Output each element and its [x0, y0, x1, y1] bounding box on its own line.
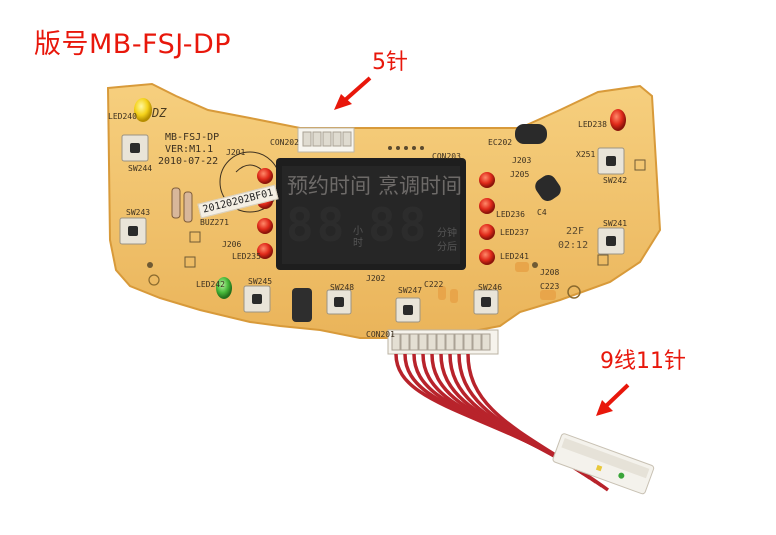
display-label-reserve-time: 预约时间 — [287, 174, 371, 198]
display-unit-minute: 分钟 — [437, 228, 457, 239]
ceramic-capacitor — [540, 290, 556, 300]
silk-ref: LED241 — [500, 252, 529, 261]
silk-ref: C222 — [424, 280, 444, 289]
red-arrow-down-left-icon — [596, 383, 630, 416]
silk-ref: J208 — [540, 268, 560, 277]
silk-ref: J205 — [510, 170, 530, 179]
electrolytic-capacitor — [515, 124, 547, 144]
resistor — [171, 187, 181, 219]
silk-version: VER:M1.1 — [165, 144, 214, 155]
silk-ref: SW248 — [330, 283, 355, 292]
silk-ref: LED237 — [500, 228, 529, 237]
cable-connector-housing — [552, 433, 655, 495]
display-label-cook-time: 烹调时间 — [378, 174, 462, 198]
silk-ref: BUZ271 — [200, 218, 229, 227]
silk-ref: LED235 — [232, 252, 261, 261]
electrolytic-capacitor — [292, 288, 312, 322]
silk-ref: X251 — [576, 150, 596, 159]
silk-ref: J206 — [222, 240, 242, 249]
cable-9wire-11pin-annotation: 9线11针 — [600, 349, 686, 374]
silk-ref: LED242 — [196, 280, 225, 289]
connector-5pin-annotation: 5针 — [372, 50, 408, 75]
silk-ref: J201 — [226, 148, 246, 157]
silk-ref: SW244 — [128, 164, 153, 173]
seven-segment-left: 88 — [286, 198, 348, 252]
silk-model: MB-FSJ-DP — [165, 132, 220, 143]
led-green — [216, 277, 232, 299]
tactile-switch — [119, 134, 625, 323]
silk-ref: EC202 — [488, 138, 513, 147]
silk-ref: 22F — [566, 226, 585, 237]
silk-ref: SW243 — [126, 208, 151, 217]
silk-ref: CON203 — [432, 152, 461, 161]
silk-ref: SW247 — [398, 286, 423, 295]
silk-ref: SW242 — [603, 176, 628, 185]
silk-ref: 02:12 — [558, 240, 589, 251]
silk-ref: J202 — [366, 274, 386, 283]
silk-ref: SW245 — [248, 277, 273, 286]
display-unit-later: 分后 — [437, 242, 457, 253]
red-arrow-down-left-icon — [334, 76, 372, 110]
silk-ref: LED238 — [578, 120, 607, 129]
silk-ref: LED240 — [108, 112, 137, 121]
silk-ref: CON202 — [270, 138, 299, 147]
ceramic-capacitor — [515, 262, 529, 272]
silk-ref: C223 — [540, 282, 560, 291]
silk-ref: J203 — [512, 156, 532, 165]
brand-logo: DZ — [152, 106, 167, 120]
silk-ref: C4 — [537, 208, 547, 217]
led-yellow — [134, 98, 152, 122]
silk-ref: SW241 — [603, 219, 628, 228]
silk-ref: LED236 — [496, 210, 525, 219]
led-red — [257, 109, 626, 265]
model-number-annotation: 版号MB-FSJ-DP — [34, 29, 232, 60]
silk-ref: CON201 — [366, 330, 395, 339]
silk-date: 2010-07-22 — [158, 156, 219, 167]
silk-ref: SW246 — [478, 283, 503, 292]
ceramic-capacitor — [450, 289, 458, 303]
electrolytic-capacitor — [535, 175, 561, 201]
seven-segment-right: 88 — [368, 198, 430, 252]
display-unit-hour: 小时 — [353, 226, 363, 249]
resistor — [183, 191, 193, 223]
ceramic-capacitor — [438, 286, 446, 300]
